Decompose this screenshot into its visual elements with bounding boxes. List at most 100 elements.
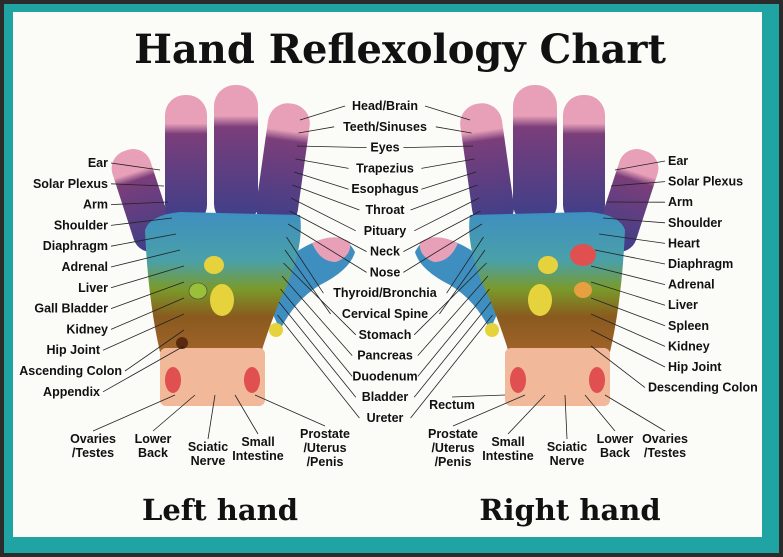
leader-left-side-appendix xyxy=(102,345,185,393)
leader-left-side-liver xyxy=(110,265,185,289)
leader-right-teeth-sinuses xyxy=(435,126,472,134)
left-label-appendix: Appendix xyxy=(43,385,100,399)
leader-left-side-diaphragm xyxy=(110,233,177,247)
right-spleen-spot xyxy=(574,282,592,298)
leader-right-side-descending-colon xyxy=(590,345,646,388)
leader-right-thyroid-bronchia xyxy=(446,236,484,294)
leader-right-nose xyxy=(403,223,483,273)
right-ring-finger xyxy=(563,95,605,225)
leader-right-bottom-prostate xyxy=(452,394,526,427)
leader-left-head-brain xyxy=(299,105,346,121)
right-bottom-label-prostate: Prostate/Uterus/Penis xyxy=(428,427,478,469)
center-label-neck: Neck xyxy=(370,245,400,259)
center-label-thyroid-bronchia: Thyroid/Bronchia xyxy=(333,286,438,300)
leader-right-side-ear xyxy=(614,160,666,171)
leader-right-bottom-rectum xyxy=(451,394,506,398)
left-hand xyxy=(111,85,355,406)
leader-right-side-kidney xyxy=(590,313,666,347)
leader-left-eyes xyxy=(296,145,367,148)
center-label-ureter: Ureter xyxy=(367,411,404,425)
leader-left-side-solar-plexus xyxy=(110,183,165,187)
center-label-pancreas: Pancreas xyxy=(357,349,413,363)
leader-left-side-ear xyxy=(110,162,161,171)
right-index-finger xyxy=(460,103,514,228)
leader-left-side-ascending-colon xyxy=(124,329,185,372)
center-label-trapezius: Trapezius xyxy=(356,161,414,175)
right-label-descending-colon: Descending Colon xyxy=(648,381,758,395)
right-label-hip-joint: Hip Joint xyxy=(668,360,722,374)
right-label-kidney: Kidney xyxy=(668,339,710,353)
center-label-cervical-spine: Cervical Spine xyxy=(342,307,428,321)
leader-right-neck xyxy=(403,210,481,252)
left-kidney-spot xyxy=(210,284,234,316)
left-index-finger xyxy=(256,103,310,228)
right-heart-spot xyxy=(570,244,596,266)
center-label-head-brain: Head/Brain xyxy=(352,99,418,113)
right-middle-finger xyxy=(513,85,557,225)
center-label-stomach: Stomach xyxy=(359,328,412,342)
left-stomach-spot xyxy=(269,323,283,337)
leader-left-bottom-small xyxy=(234,394,259,435)
right-label-liver: Liver xyxy=(668,298,698,312)
leader-right-cervical-spine xyxy=(439,249,486,315)
left-label-shoulder: Shoulder xyxy=(54,218,108,232)
leader-right-bottom-lower xyxy=(584,394,616,432)
right-label-spleen: Spleen xyxy=(668,319,709,333)
leader-lines xyxy=(92,105,666,440)
right-label-shoulder: Shoulder xyxy=(668,216,722,230)
leader-right-bottom-small xyxy=(507,394,546,435)
left-wrist xyxy=(160,348,265,406)
left-gallbladder-spot xyxy=(188,282,208,300)
left-label-kidney: Kidney xyxy=(66,322,108,336)
center-label-nose: Nose xyxy=(370,265,401,279)
left-label-gall-bladder: Gall Bladder xyxy=(34,302,108,316)
right-wrist xyxy=(505,348,610,406)
left-label-liver: Liver xyxy=(78,281,108,295)
leader-right-side-spleen xyxy=(590,297,666,327)
leader-left-side-gall-bladder xyxy=(110,281,185,309)
right-label-solar-plexus: Solar Plexus xyxy=(668,175,743,189)
center-label-bladder: Bladder xyxy=(362,390,409,404)
leader-right-eyes xyxy=(403,145,474,148)
left-label-ear: Ear xyxy=(88,156,108,170)
leader-left-ureter xyxy=(277,314,360,419)
leader-left-stomach xyxy=(283,262,357,336)
chart-card xyxy=(13,12,762,537)
left-bottom-label-ovaries: Ovaries/Testes xyxy=(70,432,116,460)
left-hand-label: Left hand xyxy=(142,493,298,527)
left-wrist-reflex-2 xyxy=(244,367,260,393)
leader-right-ureter xyxy=(410,314,493,419)
center-label-pituary: Pituary xyxy=(364,224,406,238)
left-label-arm: Arm xyxy=(83,198,108,212)
center-label-esophagus: Esophagus xyxy=(351,182,418,196)
leader-left-nose xyxy=(287,223,367,273)
leader-right-bladder xyxy=(413,301,492,398)
leader-left-duodenum xyxy=(280,288,353,377)
left-bottom-label-prostate: Prostate/Uterus/Penis xyxy=(300,427,350,469)
leader-left-side-hip-joint xyxy=(102,313,185,351)
center-label-teeth-sinuses: Teeth/Sinuses xyxy=(343,120,427,134)
right-label-diaphragm: Diaphragm xyxy=(668,257,733,271)
right-hand-label: Right hand xyxy=(479,493,660,527)
chart-title: Hand Reflexology Chart xyxy=(134,26,666,73)
left-label-diaphragm: Diaphragm xyxy=(43,239,108,253)
leader-left-bottom-sciatic xyxy=(207,394,216,440)
left-palm xyxy=(145,212,301,352)
leader-right-side-shoulder xyxy=(602,217,666,224)
right-kidney-spot xyxy=(528,284,552,316)
leader-left-teeth-sinuses xyxy=(298,126,335,134)
right-label-arm: Arm xyxy=(668,195,693,209)
leader-left-bottom-ovaries xyxy=(92,394,176,432)
left-middle-finger xyxy=(214,85,258,225)
leader-right-pancreas xyxy=(417,275,489,356)
left-label-ascending-colon: Ascending Colon xyxy=(19,364,122,378)
leader-right-esophagus xyxy=(421,171,477,190)
right-label-heart: Heart xyxy=(668,236,701,250)
leader-left-bottom-prostate xyxy=(254,394,326,427)
leader-right-throat xyxy=(410,184,478,211)
